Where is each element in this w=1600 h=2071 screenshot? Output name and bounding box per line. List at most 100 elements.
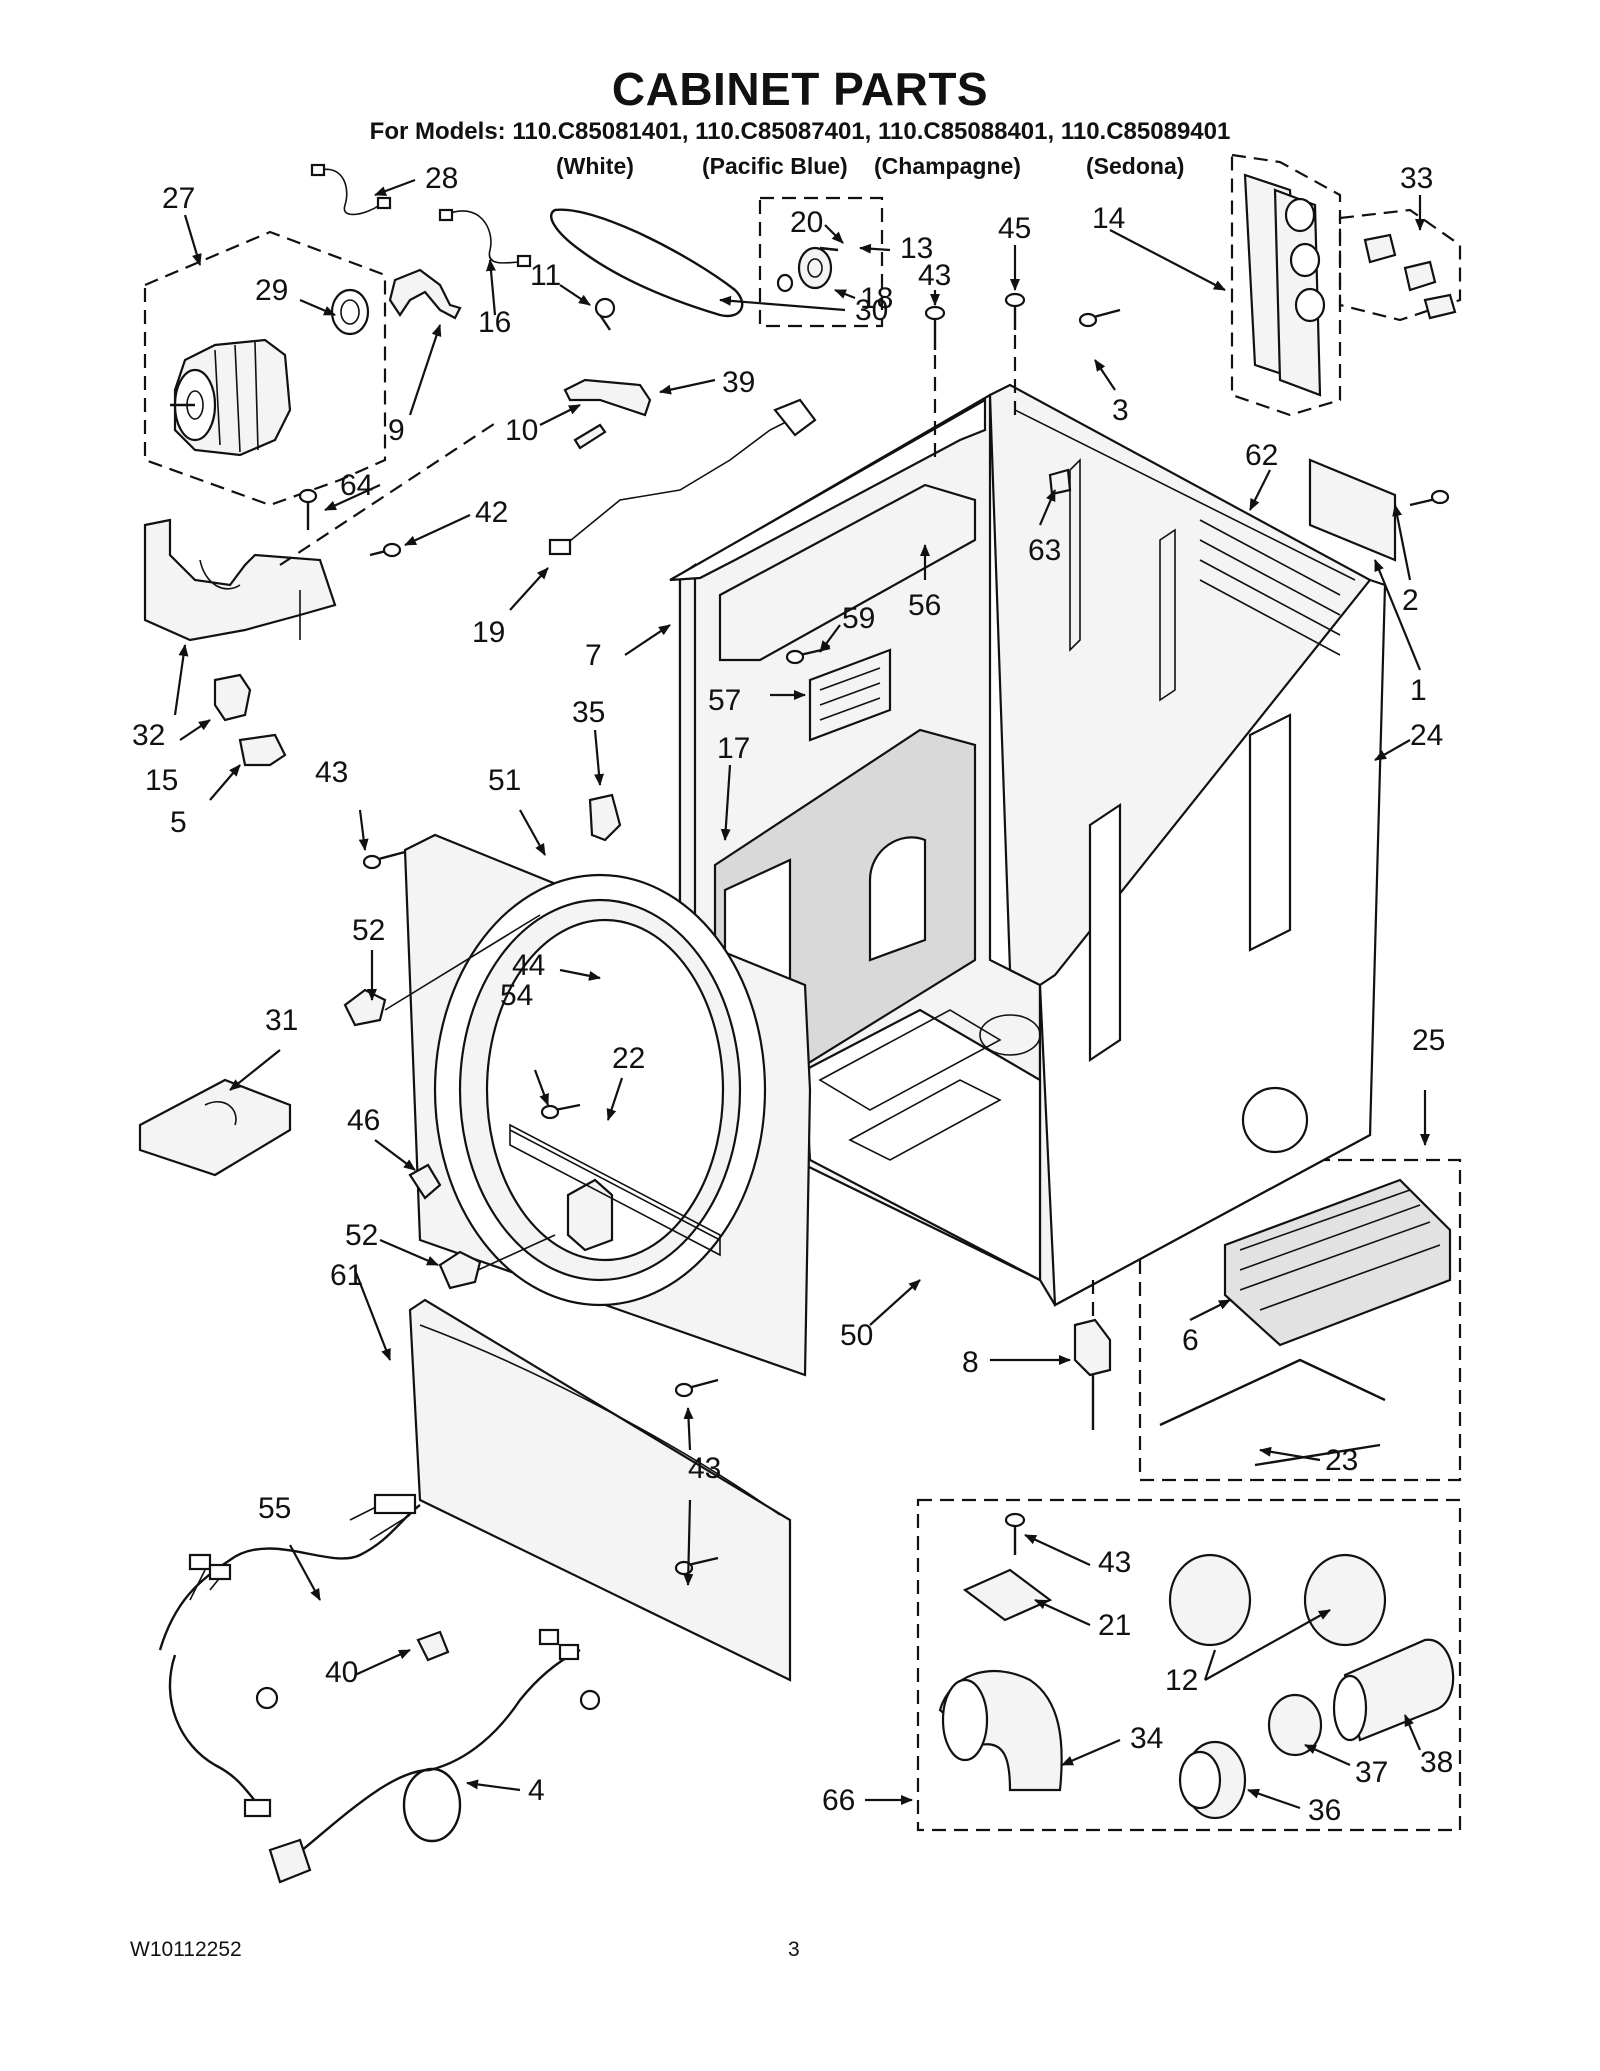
- callout-20: 20: [790, 206, 823, 239]
- callout-50: 50: [840, 1319, 873, 1352]
- harness-55-connector-d: [243, 1798, 272, 1818]
- page-number: 3: [788, 1938, 800, 1961]
- color-sedona: (Sedona): [1086, 153, 1185, 179]
- callout-11: 11: [530, 259, 561, 292]
- callout-61: 61: [330, 1259, 363, 1292]
- harness-connector-right: [773, 398, 817, 437]
- lint-screen-housing: [566, 1178, 614, 1252]
- drive-motor: [170, 338, 292, 457]
- thermal-cutoff-wire: [444, 210, 521, 264]
- terminal-block: [1243, 173, 1326, 397]
- plug-connectors: [1363, 233, 1457, 320]
- callout-24: 24: [1410, 719, 1443, 752]
- toe-panel: [408, 1298, 792, 1682]
- callout-57: 57: [708, 684, 741, 717]
- idler-screw: [594, 297, 616, 319]
- wire-tie-52-lower: [438, 1250, 482, 1290]
- connector-d: [516, 254, 532, 268]
- callout-7: 7: [585, 639, 602, 672]
- callout-19: 19: [472, 616, 505, 649]
- leveling-rod-upper: [1159, 1358, 1386, 1427]
- front-panel-51: [403, 833, 812, 1377]
- harness-55-connector-a: [188, 1553, 212, 1571]
- harness-55-connector-b: [208, 1563, 232, 1581]
- screw-43-front: [362, 850, 406, 870]
- callout-27: 27: [162, 182, 195, 215]
- callout-38: 38: [1420, 1746, 1453, 1779]
- motor-wire-harness-small: [319, 168, 381, 216]
- motor-pulley: [330, 288, 370, 336]
- harness-55-ring: [255, 1686, 279, 1710]
- callout-43-kit: 43: [1098, 1546, 1131, 1579]
- main-wire-harness: [158, 1504, 421, 1811]
- callout-62: 62: [1245, 439, 1278, 472]
- callout-36: 36: [1308, 1794, 1341, 1827]
- callout-4: 4: [528, 1774, 545, 1807]
- callout-39: 39: [722, 366, 755, 399]
- callout-42: 42: [475, 496, 508, 529]
- duct-38: [1332, 1638, 1455, 1742]
- screw-42: [369, 542, 402, 558]
- callout-52-lower: 52: [345, 1219, 378, 1252]
- callout-43-top: 43: [918, 259, 951, 292]
- callout-12: 12: [1165, 1664, 1198, 1697]
- callout-35: 35: [572, 696, 605, 729]
- callout-55: 55: [258, 1492, 291, 1525]
- cabinet-vent-port: [1241, 1086, 1309, 1154]
- coupler-37: [1267, 1693, 1323, 1757]
- vent-plate-21: [962, 1568, 1053, 1622]
- callout-43-toe: 43: [688, 1452, 721, 1485]
- model-list: For Models: 110.C85081401, 110.C85087401…: [369, 118, 1231, 145]
- leveling-tray: [1223, 1178, 1452, 1347]
- connector-b: [376, 196, 392, 210]
- power-cord: [268, 1628, 601, 1884]
- callout-13: 13: [900, 232, 933, 265]
- harness-connector-left: [548, 538, 572, 556]
- callout-5: 5: [170, 806, 187, 839]
- exhaust-hood-cap-12a: [1168, 1553, 1252, 1647]
- leveling-leg: [1073, 1280, 1112, 1430]
- callout-2: 2: [1402, 584, 1419, 617]
- callout-14: 14: [1092, 202, 1125, 235]
- clip-63: [1048, 468, 1072, 496]
- screw-54: [540, 1103, 581, 1120]
- motor-clamp: [388, 268, 462, 320]
- callout-3: 3: [1112, 394, 1129, 427]
- screw-45: [1004, 292, 1026, 330]
- door-switch-5: [238, 733, 287, 767]
- callout-17: 17: [717, 732, 750, 765]
- cabinet-top-rail: [669, 398, 987, 582]
- callout-32: 32: [132, 719, 165, 752]
- connector-a: [310, 163, 326, 177]
- color-pacific-blue: (Pacific Blue): [702, 153, 848, 179]
- screw-3: [1078, 308, 1121, 328]
- callout-18: 18: [860, 282, 893, 315]
- callout-54: 54: [500, 979, 533, 1012]
- rear-bulkhead-bracket: [718, 483, 977, 662]
- plug-group-box: [1338, 208, 1462, 322]
- elbow-duct-34: [938, 1670, 1063, 1792]
- callout-46: 46: [347, 1104, 380, 1137]
- page-title: CABINET PARTS: [611, 63, 989, 115]
- callout-64: 64: [340, 469, 373, 502]
- screw-43-toe-upper: [674, 1378, 719, 1398]
- callout-44: 44: [512, 949, 545, 982]
- callout-29: 29: [255, 274, 288, 307]
- callout-51: 51: [488, 764, 521, 797]
- clip-46: [408, 1163, 442, 1200]
- callout-52-upper: 52: [352, 914, 385, 947]
- idler-spring: [573, 423, 607, 450]
- screw-64: [298, 488, 318, 530]
- callout-16: 16: [478, 306, 511, 339]
- callout-numbers: 27 28 29 16 9 11 20 18 13 30 39 10 43 45…: [132, 162, 1453, 1827]
- callout-66: 66: [822, 1784, 855, 1817]
- callout-43-left: 43: [315, 756, 348, 789]
- screw-2: [1409, 489, 1450, 507]
- terminal-block-group-box: [1230, 153, 1342, 417]
- drive-belt: [549, 208, 744, 318]
- felt-seal-cutout: [868, 836, 927, 962]
- wire-tie-52-upper: [343, 988, 387, 1027]
- connector-c: [438, 208, 454, 222]
- callout-6: 6: [1182, 1324, 1199, 1357]
